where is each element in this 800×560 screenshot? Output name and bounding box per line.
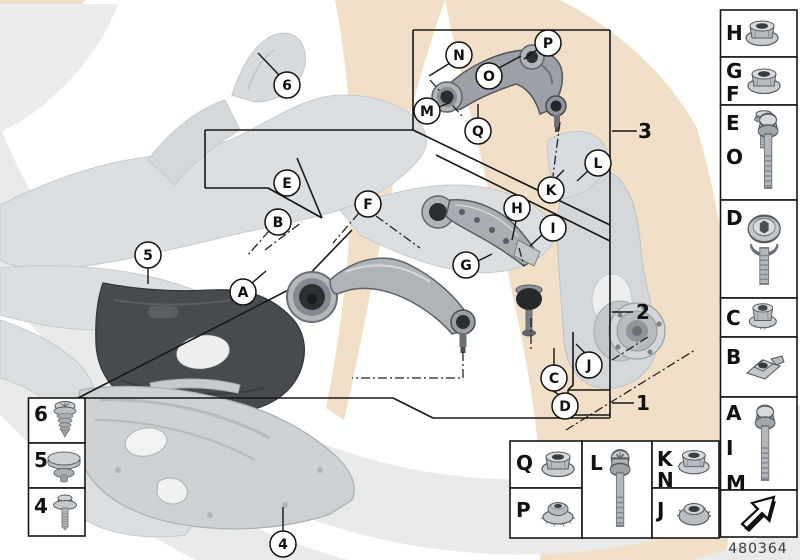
legend-box-D[interactable]: D xyxy=(719,199,798,299)
legend-box-arrow[interactable] xyxy=(719,489,798,538)
legend-box-GF[interactable]: G F xyxy=(719,56,798,106)
svg-text:F: F xyxy=(363,197,373,213)
callout-I[interactable]: I xyxy=(539,214,567,242)
legend-box-5[interactable]: 5 xyxy=(27,442,86,489)
callout-F[interactable]: F xyxy=(354,190,382,218)
callout-A[interactable]: A xyxy=(229,278,257,306)
svg-text:J: J xyxy=(585,358,591,374)
svg-text:P: P xyxy=(543,36,553,52)
wheel-hub-drawing-part2 xyxy=(593,300,666,362)
group-ref-3[interactable]: 3 xyxy=(638,119,652,143)
legend-box-B[interactable]: B xyxy=(719,336,798,398)
svg-text:B: B xyxy=(273,215,284,231)
svg-text:5: 5 xyxy=(34,448,48,472)
svg-text:C: C xyxy=(726,306,741,330)
callouts: N P O M Q L K E F B H I G A C J D 6 5 4 xyxy=(134,29,612,558)
front-lower-arm-drawing xyxy=(286,257,476,353)
legend-box-C[interactable]: C xyxy=(719,297,798,338)
underbody-shield-drawing-part5 xyxy=(95,282,306,416)
svg-text:I: I xyxy=(550,221,555,237)
flange-nut-icon xyxy=(747,68,781,95)
svg-text:M: M xyxy=(726,471,746,495)
svg-text:K: K xyxy=(546,183,558,199)
svg-text:6: 6 xyxy=(282,78,292,94)
svg-text:E: E xyxy=(282,176,292,192)
upper-control-arm-drawing xyxy=(431,44,567,132)
svg-text:D: D xyxy=(726,206,743,230)
callout-D[interactable]: D xyxy=(551,392,579,420)
svg-text:4: 4 xyxy=(278,537,288,553)
underbody-panel-drawing-part4 xyxy=(76,378,355,530)
svg-text:D: D xyxy=(559,399,571,415)
legend-box-4[interactable]: 4 xyxy=(27,487,86,537)
svg-text:Q: Q xyxy=(516,451,533,475)
callout-C[interactable]: C xyxy=(540,364,568,392)
legend-box-AIM[interactable]: A I M xyxy=(719,396,798,495)
callout-O[interactable]: O xyxy=(475,62,503,90)
svg-text:L: L xyxy=(590,451,603,475)
svg-text:6: 6 xyxy=(34,402,48,426)
svg-text:N: N xyxy=(453,48,465,64)
group-ref-1[interactable]: 1 xyxy=(636,391,650,415)
svg-text:P: P xyxy=(516,498,531,522)
svg-text:C: C xyxy=(549,371,559,387)
svg-text:J: J xyxy=(655,498,664,522)
svg-text:4: 4 xyxy=(34,494,48,518)
callout-N[interactable]: N xyxy=(445,41,473,69)
flange-nut-icon xyxy=(541,451,575,478)
callout-P[interactable]: P xyxy=(534,29,562,57)
callout-L[interactable]: L xyxy=(584,149,612,177)
group-ref-2[interactable]: 2 xyxy=(636,300,650,324)
legend-box-6[interactable]: 6 xyxy=(27,397,86,444)
serrated-flange-nut-icon xyxy=(748,303,777,331)
callout-J[interactable]: J xyxy=(575,351,603,379)
svg-text:B: B xyxy=(726,345,741,369)
legend-box-J[interactable]: J xyxy=(651,487,720,539)
callout-K[interactable]: K xyxy=(537,176,565,204)
svg-text:K: K xyxy=(657,447,674,471)
svg-text:N: N xyxy=(657,468,674,492)
svg-text:G: G xyxy=(726,59,742,83)
callout-H[interactable]: H xyxy=(503,194,531,222)
legend-box-KN[interactable]: K N xyxy=(651,440,720,492)
callout-M[interactable]: M xyxy=(413,97,441,125)
legend-left-column: 6 5 4 xyxy=(27,397,86,537)
callout-G[interactable]: G xyxy=(452,251,480,279)
dash-dot-leader-lines xyxy=(246,79,696,431)
callout-B[interactable]: B xyxy=(264,208,292,236)
legend-box-L[interactable]: L xyxy=(581,440,653,539)
svg-text:O: O xyxy=(726,145,743,169)
svg-text:O: O xyxy=(483,69,495,85)
svg-text:G: G xyxy=(460,258,472,274)
legend-box-H[interactable]: H xyxy=(719,9,798,58)
legend-box-Q[interactable]: Q xyxy=(509,440,583,489)
svg-text:A: A xyxy=(726,401,742,425)
legend-right-column: H G F E O D C B xyxy=(719,9,798,557)
svg-text:H: H xyxy=(511,201,523,217)
callout-5[interactable]: 5 xyxy=(134,241,162,269)
svg-text:I: I xyxy=(726,436,733,460)
callout-4[interactable]: 4 xyxy=(269,530,297,558)
legend-box-EO[interactable]: E O xyxy=(719,104,798,201)
callout-E[interactable]: E xyxy=(273,169,301,197)
part-number: 480364 xyxy=(728,541,787,557)
callout-Q[interactable]: Q xyxy=(464,117,492,145)
solid-leader-lines xyxy=(147,48,637,531)
callout-6[interactable]: 6 xyxy=(273,71,301,99)
flange-nut-icon xyxy=(678,449,710,475)
svg-text:M: M xyxy=(420,104,434,120)
svg-text:A: A xyxy=(238,285,249,301)
svg-text:5: 5 xyxy=(143,248,153,264)
svg-text:H: H xyxy=(726,21,743,45)
svg-text:E: E xyxy=(726,111,740,135)
svg-text:L: L xyxy=(594,156,603,172)
legend-bottom-row: Q P L K N J xyxy=(509,440,720,539)
svg-text:F: F xyxy=(726,82,740,106)
flange-nut-icon xyxy=(745,20,779,47)
legend-box-P[interactable]: P xyxy=(509,487,583,539)
svg-text:Q: Q xyxy=(472,124,484,140)
